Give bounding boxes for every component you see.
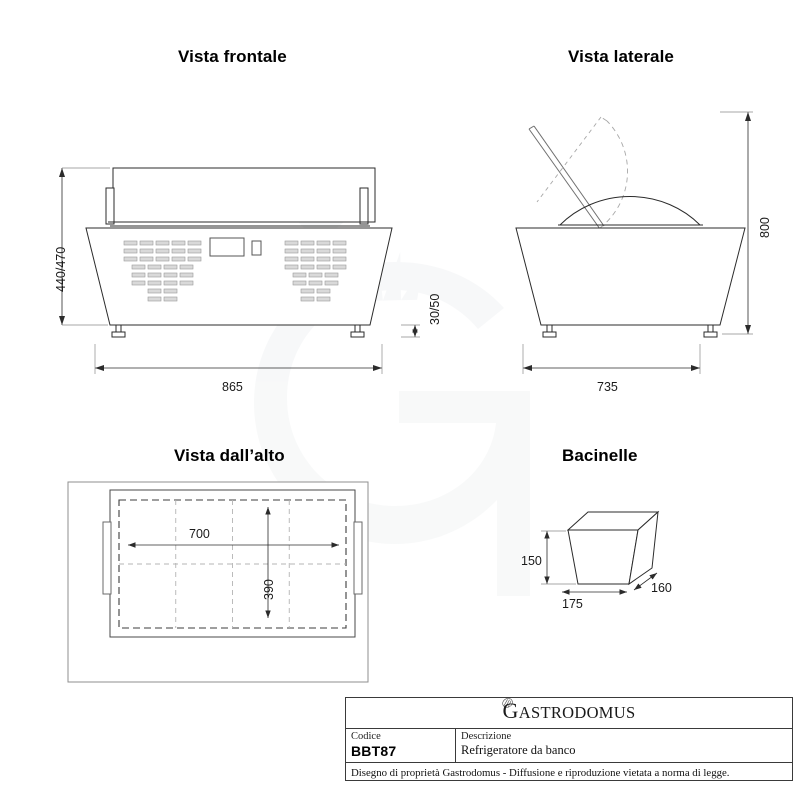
pan-geometry: [566, 510, 660, 586]
dimension-pan-height: 150: [521, 554, 542, 568]
side-foot-right: [703, 324, 718, 338]
top-view-dimensions: [128, 507, 339, 618]
title-block: GASTRODOMUS Codice BBT87 Descrizione Ref…: [345, 697, 793, 781]
vent-grille-left: [123, 240, 202, 302]
dimension-side-depth: 735: [597, 380, 618, 394]
brand-logo-text: GASTRODOMUS: [503, 700, 636, 722]
dimension-top-width: 700: [189, 527, 210, 541]
copyright-notice: Disegno di proprietà Gastrodomus - Diffu…: [351, 766, 730, 779]
front-view-dimensions: [59, 167, 420, 374]
dimension-foot-height: 30/50: [428, 293, 442, 325]
view-title-bacinelle: Bacinelle: [562, 446, 638, 465]
code-label: Codice: [351, 731, 381, 742]
code-value: BBT87: [351, 743, 397, 760]
side-view-dimensions: [522, 111, 753, 374]
brand-rest: ASTRODOMUS: [518, 703, 636, 722]
code-cell: Codice BBT87: [346, 729, 456, 762]
title-block-info-row: Codice BBT87 Descrizione Refrigeratore d…: [346, 729, 792, 763]
handle-right: [353, 521, 363, 595]
brand-initial: G: [502, 698, 519, 723]
dimension-side-height: 800: [758, 217, 772, 238]
front-foot-left: [111, 324, 126, 338]
dimension-top-depth: 390: [262, 579, 276, 600]
description-label: Descrizione: [461, 731, 512, 742]
vent-grille-right: [284, 240, 347, 302]
front-view-geometry: [85, 167, 393, 338]
view-title-top: Vista dall’alto: [174, 446, 285, 465]
side-foot-left: [542, 324, 557, 338]
side-view-geometry: [515, 116, 746, 338]
pan-dimensions: [541, 530, 658, 595]
front-foot-right: [350, 324, 365, 338]
shell-ornament-icon: [502, 698, 513, 708]
handle-left: [102, 521, 112, 595]
brand-logo: GASTRODOMUS: [502, 698, 636, 722]
view-title-side: Vista laterale: [568, 47, 674, 66]
title-block-notice-row: Disegno di proprietà Gastrodomus - Diffu…: [346, 763, 792, 782]
view-title-front: Vista frontale: [178, 47, 287, 66]
dimension-front-width: 865: [222, 380, 243, 394]
dimension-pan-width: 175: [562, 597, 583, 611]
title-block-logo-row: GASTRODOMUS: [346, 698, 792, 729]
dimension-pan-depth: 160: [651, 581, 672, 595]
top-view-geometry: [67, 481, 369, 683]
dimension-front-height: 440/470: [54, 246, 68, 292]
description-cell: Descrizione Refrigeratore da banco: [456, 729, 792, 762]
description-value: Refrigeratore da banco: [461, 743, 576, 758]
